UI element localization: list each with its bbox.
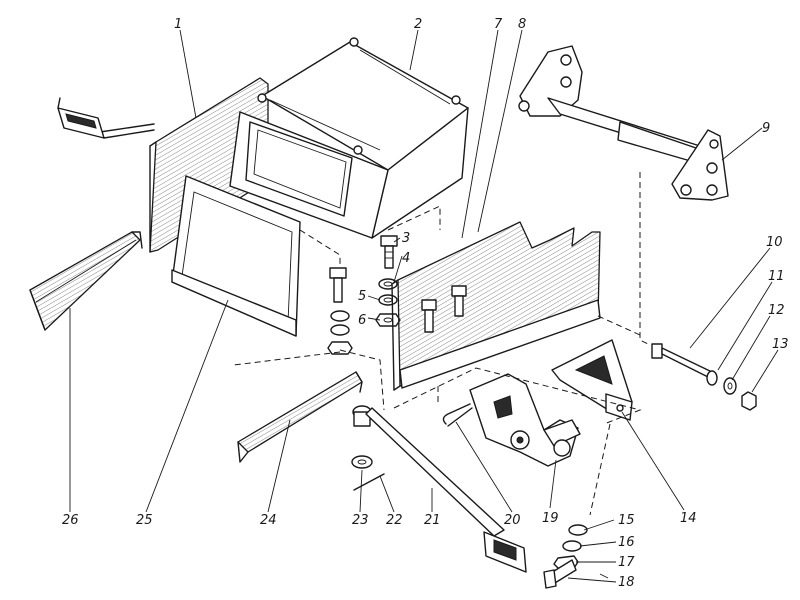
callout-11: 11 xyxy=(768,269,785,284)
part-10-long-bolt xyxy=(651,343,713,379)
part-3-bolt-left xyxy=(329,267,347,303)
part-13-nut xyxy=(741,391,757,411)
assembly-lines xyxy=(233,172,651,516)
callout-3: 3 xyxy=(402,231,410,246)
callout-21: 21 xyxy=(424,513,441,528)
part-9-bracket xyxy=(518,45,729,201)
part-15-washer xyxy=(568,524,588,536)
callout-23: 23 xyxy=(352,513,369,528)
callout-16: 16 xyxy=(618,535,635,550)
callout-17: 17 xyxy=(618,555,635,570)
callout-labels: 1 2 3 4 5 6 7 8 9 10 11 12 13 14 15 16 1… xyxy=(62,17,789,590)
callout-12: 12 xyxy=(768,303,785,318)
part-3-bolt xyxy=(380,235,398,269)
part-7-bolts xyxy=(421,285,467,333)
callout-14: 14 xyxy=(680,511,697,526)
callout-25: 25 xyxy=(136,513,153,528)
part-1-clip xyxy=(57,97,105,139)
callout-19: 19 xyxy=(542,511,559,526)
callout-5: 5 xyxy=(358,289,366,304)
callout-22: 22 xyxy=(386,513,403,528)
part-20-pin xyxy=(442,403,473,427)
part-24-trough xyxy=(237,371,363,463)
callout-15: 15 xyxy=(618,513,635,528)
part-22-cotter-pin xyxy=(353,473,385,491)
callout-9: 9 xyxy=(762,121,770,136)
part-26-deflector xyxy=(29,231,143,331)
callout-20: 20 xyxy=(504,513,521,528)
callout-4: 4 xyxy=(402,251,410,266)
part-12-washer xyxy=(723,377,737,395)
part-8-side-panel xyxy=(391,221,601,391)
part-5-washer xyxy=(378,294,398,306)
part-18-bolt xyxy=(543,559,577,589)
part-11-washer xyxy=(706,370,718,386)
callout-18: 18 xyxy=(618,575,635,590)
callout-6: 6 xyxy=(358,313,366,328)
part-2-housing xyxy=(229,37,469,239)
callout-leaders xyxy=(69,29,779,583)
part-23-washer xyxy=(351,455,373,469)
callout-7: 7 xyxy=(494,17,503,32)
callout-26: 26 xyxy=(62,513,79,528)
callout-10: 10 xyxy=(766,235,783,250)
part-25-frame xyxy=(171,175,301,337)
part-21-link-arm xyxy=(352,405,527,573)
part-19-mechanism xyxy=(469,373,581,467)
part-14-triangle-bracket xyxy=(551,339,633,421)
callout-8: 8 xyxy=(518,17,526,32)
callout-2: 2 xyxy=(414,17,422,32)
left-washer-stack xyxy=(327,310,353,355)
part-16-washer xyxy=(562,540,582,552)
callout-24: 24 xyxy=(260,513,277,528)
callout-13: 13 xyxy=(772,337,789,352)
part-6-nut xyxy=(375,313,401,327)
callout-1: 1 xyxy=(174,17,182,32)
